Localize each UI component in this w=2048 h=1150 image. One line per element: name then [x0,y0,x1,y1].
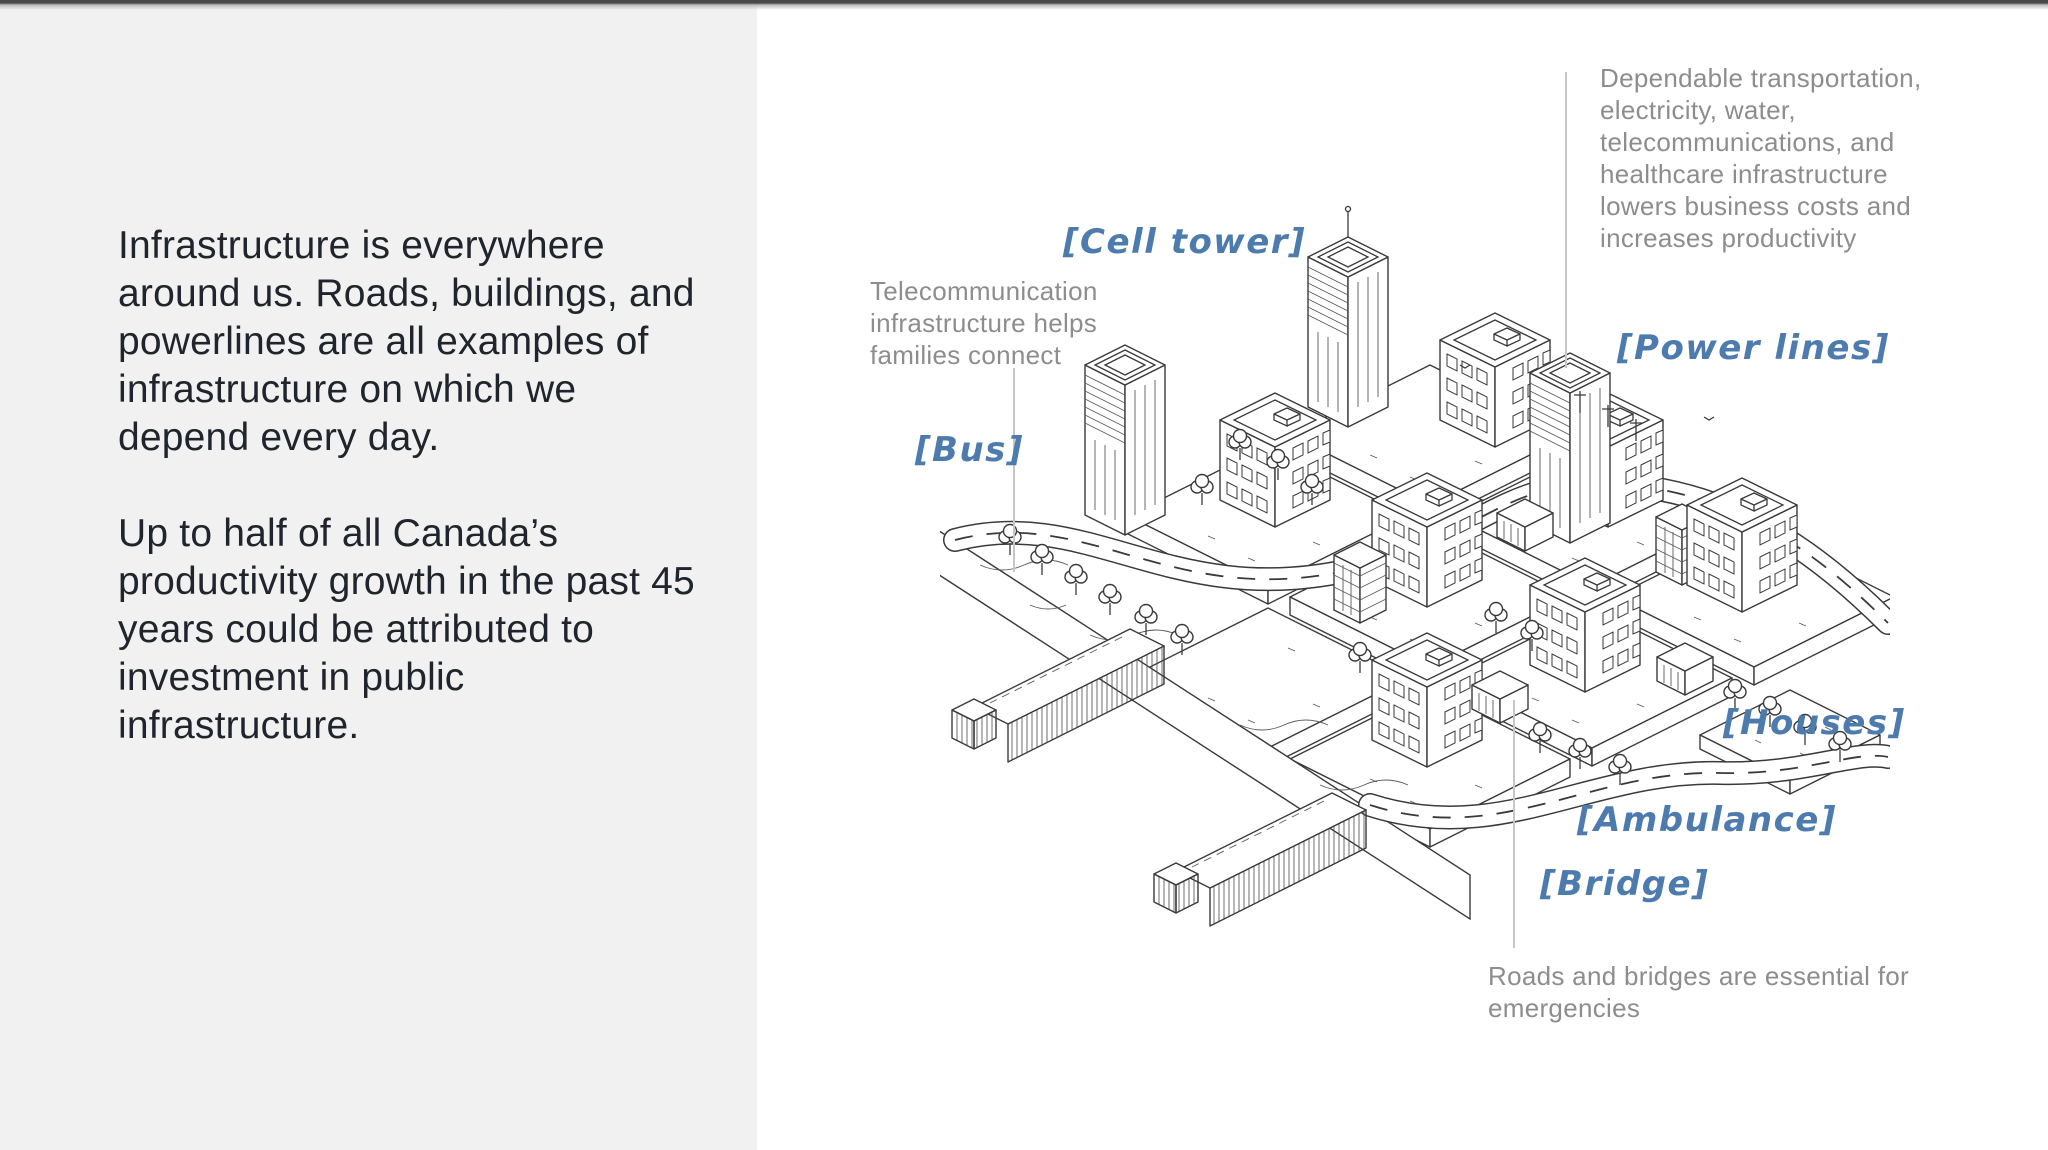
annotation-telecom: Telecommunication infrastructure helps f… [870,276,1098,370]
leader-line-business [1565,72,1567,368]
text-block: Infrastructure is everywhere around us. … [118,222,696,750]
window-top-border [0,0,2048,10]
diagram-area: [Cell tower] [Power lines] [Bus] [Houses… [757,0,2048,1150]
label-power-lines: [Power lines] [1617,328,1890,368]
buildings-drawing [1084,205,1798,768]
label-bus: [Bus] [915,430,1024,470]
stat-paragraph: Up to half of all Canada’s productivity … [118,512,695,747]
label-houses: [Houses] [1723,703,1906,743]
annotation-business-costs: Dependable transportation, electricity, … [1600,63,1922,253]
label-bridge: [Bridge] [1540,864,1710,904]
annotation-emergencies: Roads and bridges are essential for emer… [1488,961,1909,1023]
leader-line-telecom [1013,368,1015,572]
power-lines-poles [1574,391,1642,441]
label-ambulance: [Ambulance] [1577,800,1837,840]
intro-paragraph: Infrastructure is everywhere around us. … [118,224,695,459]
city-illustration [940,205,1890,927]
left-text-panel: Infrastructure is everywhere around us. … [0,0,757,1150]
leader-line-emergencies [1513,700,1515,948]
label-cell-tower: [Cell tower] [1063,222,1307,262]
cell-tower-building [1307,205,1389,428]
